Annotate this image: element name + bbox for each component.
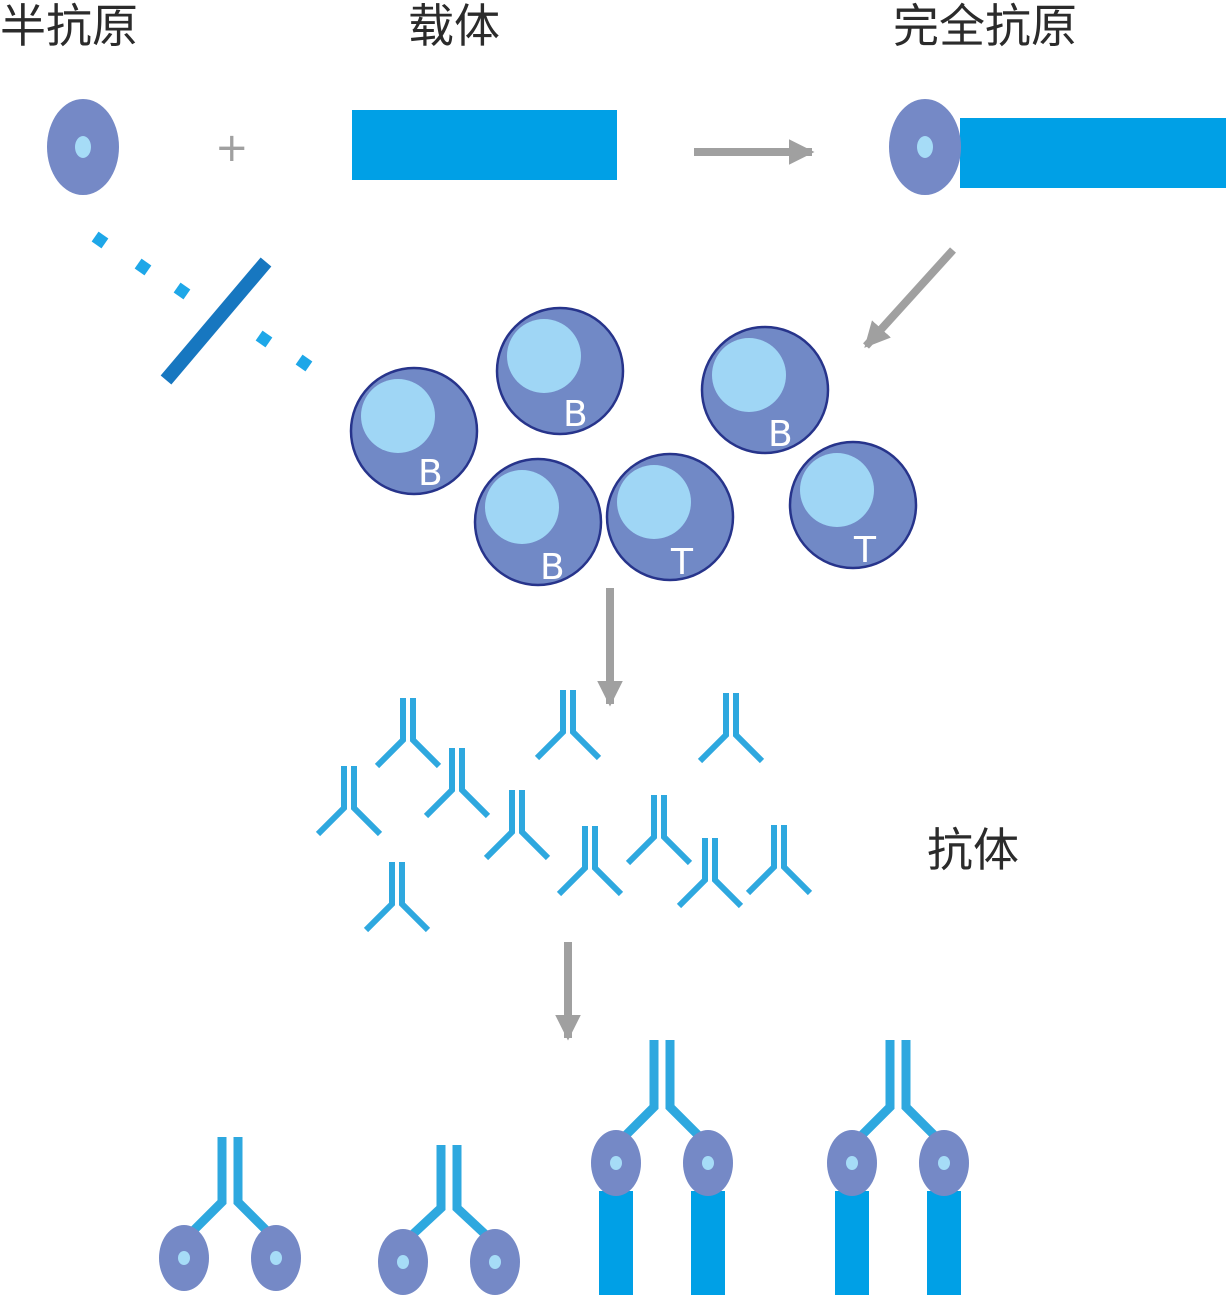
cell-letter: B <box>563 394 588 435</box>
antibody-icon <box>374 698 442 769</box>
hapten-icon <box>378 1229 428 1295</box>
t-cell: T <box>605 452 735 583</box>
hapten-icon <box>591 1130 641 1196</box>
carrier-shape <box>352 110 617 180</box>
antibody-complete-antigen-complex <box>827 1040 969 1295</box>
antibody-complex-group <box>159 1040 969 1295</box>
arrow-to-cells <box>863 247 956 349</box>
antibody-icon <box>423 748 491 819</box>
antibody-icon <box>315 766 383 837</box>
hapten-icon <box>159 1225 209 1291</box>
antibody-icon <box>676 838 744 909</box>
antibody-icon <box>556 826 624 897</box>
plus-sign: + <box>215 125 249 171</box>
antibody-label: 抗体 <box>927 823 1019 877</box>
antibody-icon <box>625 795 693 866</box>
cell-letter: B <box>540 547 565 588</box>
blocked-dotted-line <box>91 231 313 372</box>
hapten-icon <box>683 1130 733 1196</box>
free-antibody-group <box>315 690 813 933</box>
b-cell: B <box>495 306 625 436</box>
antibody-hapten-complex <box>378 1145 520 1295</box>
hapten-label: 半抗原 <box>0 0 138 53</box>
complete-antigen-label: 完全抗原 <box>893 0 1077 53</box>
antibody-icon <box>697 693 765 764</box>
complete-antigen-shape <box>889 99 1226 195</box>
b-cell: B <box>349 366 479 496</box>
cell-letter: T <box>853 530 877 571</box>
hapten-icon <box>470 1229 520 1295</box>
carrier-label: 载体 <box>408 0 500 53</box>
hapten-icon <box>919 1130 969 1196</box>
antibody-icon <box>483 790 551 861</box>
hapten-shape <box>47 99 119 195</box>
antibody-icon <box>363 862 431 933</box>
cell-letter: B <box>418 453 443 494</box>
t-cell: T <box>788 440 918 571</box>
antibody-hapten-complex <box>159 1137 301 1291</box>
antibody-complete-antigen-complex <box>591 1040 733 1295</box>
antibody-icon <box>534 690 602 761</box>
b-cell: B <box>700 325 830 455</box>
hapten-icon <box>251 1225 301 1291</box>
hapten-icon <box>827 1130 877 1196</box>
b-cell: B <box>473 457 603 588</box>
cell-letter: B <box>768 414 793 455</box>
block-slash <box>160 257 272 385</box>
antibody-icon <box>745 825 813 896</box>
cell-letter: T <box>670 542 694 583</box>
